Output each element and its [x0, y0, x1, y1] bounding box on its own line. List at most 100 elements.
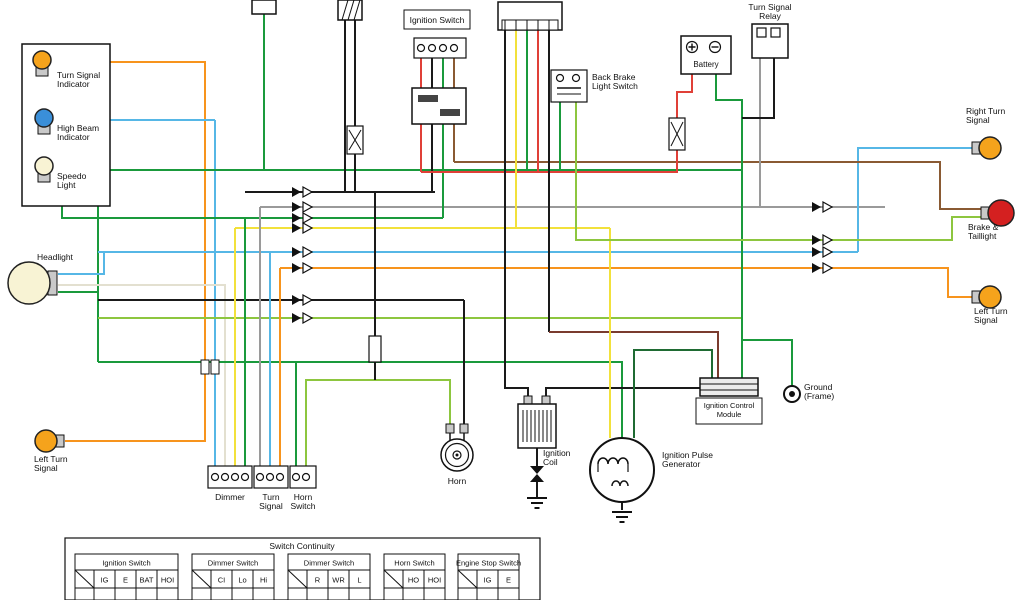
ignition-control-module-body-plate [695, 397, 763, 425]
wire-lblue [857, 147, 972, 252]
table-col-label: Lo [238, 576, 246, 585]
table-slash-cell [383, 569, 404, 589]
dimmer-label: Dimmer [215, 492, 245, 502]
left-turn-signal-rear-label: Left Turn [974, 306, 1008, 316]
bullet-connector-icon [292, 213, 301, 223]
table-empty-cell [327, 587, 350, 600]
ignition-switch-label-box-label: Ignition Switch [410, 15, 465, 25]
bullet-connector-icon [302, 311, 314, 325]
turn-signal-relay-label: Relay [759, 11, 781, 21]
top-component-mid-hatch [341, 0, 349, 21]
turn-signal-indicator-bulb [32, 50, 52, 70]
horn-connector-pin [291, 472, 301, 482]
bullet-connector-icon [292, 223, 301, 233]
turn-signal-switch-label: Signal [259, 501, 283, 511]
bullet-connector-icon [822, 245, 834, 259]
table-col-label: R [315, 576, 321, 585]
table-empty-cell [423, 587, 446, 600]
left-turn-signal-rear-label: Signal [974, 315, 998, 325]
battery-label: Battery [693, 60, 718, 69]
table-section-name: Engine Stop Switch [456, 559, 521, 568]
table-col-label: E [123, 576, 128, 585]
back-brake-light-switch-label: Back Brake [592, 72, 636, 82]
table-col-label: IG [101, 576, 109, 585]
lighting-fuse-element [348, 129, 362, 151]
wire-brown [454, 161, 984, 210]
table-empty-cell [402, 587, 425, 600]
ground-frame-label: Ground [804, 382, 833, 392]
table-empty-cell [306, 587, 329, 600]
ignition-pulse-generator-body [589, 437, 655, 503]
bullet-connector-icon [292, 263, 301, 273]
left-turn-signal-front-label: Signal [34, 463, 58, 473]
battery-positive-icon [688, 43, 696, 51]
bullet-connector-icon [302, 211, 314, 225]
table-empty-cell [231, 587, 254, 600]
table-section-name: Ignition Switch [102, 559, 150, 568]
back-brake-light-switch-body [550, 69, 588, 103]
wire-black [545, 387, 700, 396]
ignition-coil-body-terminal [541, 395, 551, 405]
wire-lblue [58, 252, 105, 275]
table-empty-cell [156, 587, 179, 600]
bullet-connector-icon [812, 235, 821, 245]
ignition-control-module-body-label: Ignition Control [704, 401, 755, 410]
ignition-coil-label: Coil [543, 457, 558, 467]
table-empty-cell [252, 587, 275, 600]
wire-lime [575, 102, 984, 241]
bullet-connector-icon [292, 187, 301, 197]
table-empty-cell [93, 587, 116, 600]
ignition-coil-label: Ignition [543, 448, 571, 458]
wire-red [421, 150, 678, 173]
dimmer-connector-pin [240, 472, 250, 482]
turn-signal-relay-label: Turn Signal [748, 2, 791, 12]
table-empty-cell [476, 587, 499, 600]
table-col-label: HOI [428, 576, 441, 585]
bullet-connector-icon [302, 221, 314, 235]
bullet-connector-icon [302, 185, 314, 199]
top-component-mid-hatch [353, 0, 361, 21]
wire-green [742, 339, 793, 386]
wire-white [58, 284, 226, 466]
brake-taillight-label: Brake & [968, 222, 999, 232]
back-brake-light-switch-body-pin [571, 73, 581, 83]
table-empty-cell [74, 587, 95, 600]
ignition-pulse-generator-body-pickup [611, 480, 629, 487]
high-beam-indicator-bulb [34, 108, 54, 128]
bullet-connector-icon [302, 245, 314, 259]
table-section-name: Dimmer Switch [208, 559, 258, 568]
table-col-label: L [357, 576, 361, 585]
speedo-light-label: Speedo [57, 171, 87, 181]
turn-signal-connector-pin [265, 472, 275, 482]
dimmer-connector-pin [210, 472, 220, 482]
left-turn-signal-front-label: Left Turn [34, 454, 68, 464]
right-turn-signal-label: Signal [966, 115, 990, 125]
main-fuse-element [670, 121, 684, 147]
turn-signal-relay-body-terminal [756, 27, 767, 38]
continuity-table-title: Switch Continuity [269, 541, 335, 551]
wire-green [61, 206, 443, 219]
high-beam-indicator-label: High Beam [57, 123, 99, 133]
table-empty-cell [287, 587, 308, 600]
bullet-connector-icon [292, 313, 301, 323]
speedo-light-bulb [34, 156, 54, 176]
right-turn-signal-bulb [978, 136, 1002, 160]
main-harness-connector-pinrow [501, 19, 559, 31]
wire-orange [280, 267, 972, 298]
table-empty-cell [135, 587, 158, 600]
right-turn-signal-label: Right Turn [966, 106, 1005, 116]
bullet-connector-icon [302, 261, 314, 275]
headlight-label: Headlight [37, 252, 74, 262]
ignition-control-module-body [699, 377, 759, 397]
wire-black [742, 58, 775, 119]
table-col-label: HO [408, 576, 419, 585]
horn-body-terminal [459, 423, 469, 434]
ignition-coil-body [517, 403, 557, 449]
ignition-switch-body [411, 87, 467, 125]
horn-body-terminal [445, 423, 455, 434]
table-empty-cell [210, 587, 233, 600]
wire-dkgreen [633, 349, 713, 438]
table-col-label: WR [332, 576, 345, 585]
ignition-switch-connector-pin [449, 43, 459, 53]
